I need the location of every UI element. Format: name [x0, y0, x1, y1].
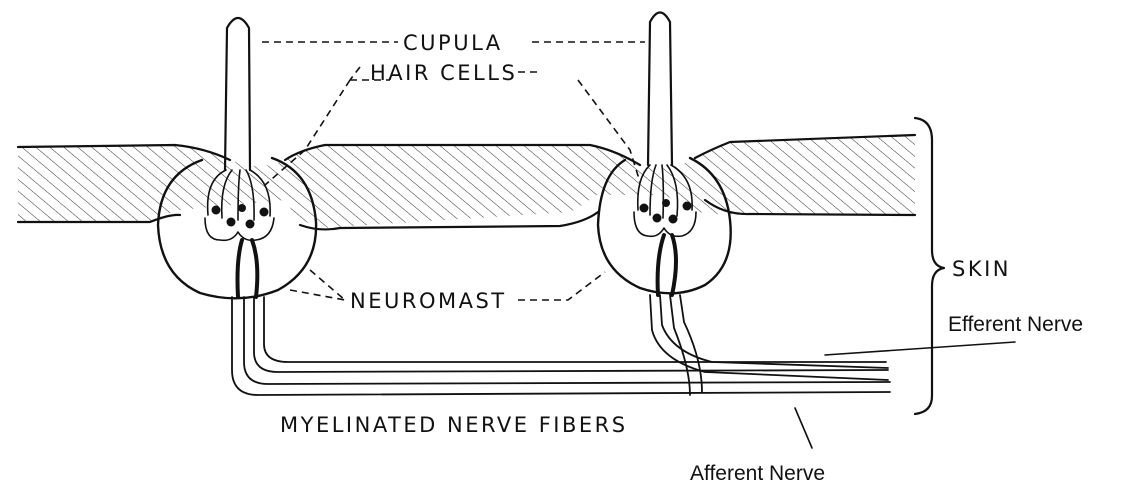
hair-cells-label: HAIR CELLS [370, 61, 517, 85]
afferent-label: Afferent Nerve [690, 462, 825, 485]
cupula-left [225, 18, 250, 170]
cupula-label: CUPULA [403, 31, 503, 55]
myelinated-fibers [232, 295, 890, 395]
skin-brace [915, 118, 944, 414]
cupula-right [648, 13, 672, 166]
efferent-leader [825, 342, 1015, 355]
skin-label: SKIN [952, 257, 1011, 281]
afferent-leader [795, 408, 812, 448]
efferent-label: Efferent Nerve [948, 313, 1083, 336]
myelinated-label: MYELINATED NERVE FIBERS [280, 413, 628, 437]
neuromast-label: NEUROMAST [350, 289, 507, 313]
skin-layer [0, 120, 930, 240]
